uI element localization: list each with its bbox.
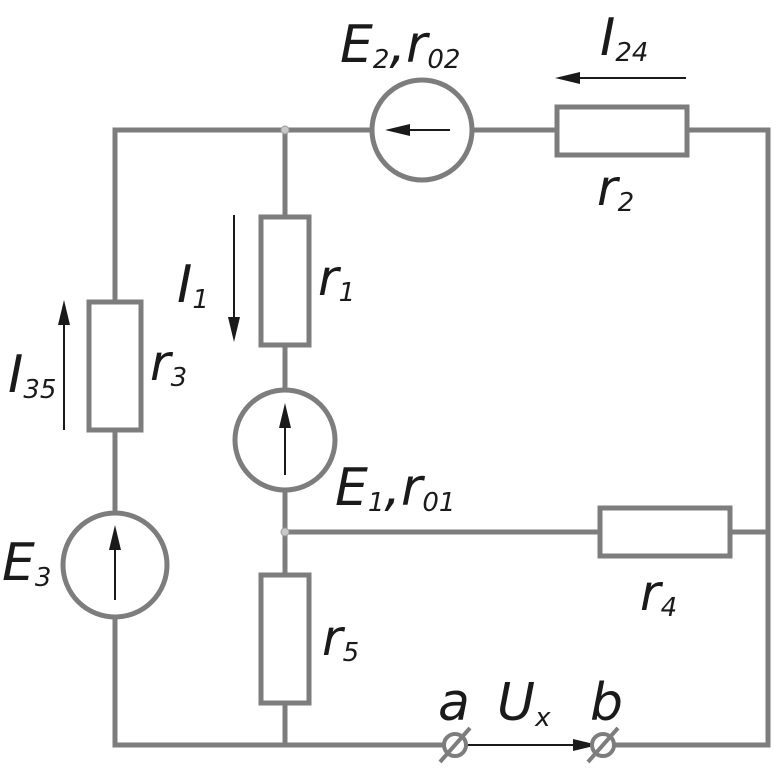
arrow-i1 bbox=[228, 215, 240, 342]
resistor-r4 bbox=[597, 505, 733, 559]
node-top bbox=[280, 125, 290, 135]
label-r3: r3 bbox=[150, 334, 187, 393]
label-r1: r1 bbox=[318, 249, 355, 308]
label-r4: r4 bbox=[640, 564, 677, 623]
wires bbox=[112, 127, 771, 748]
arrow-i24 bbox=[555, 72, 686, 84]
resistor-r5 bbox=[258, 572, 312, 706]
label-ux: Ux bbox=[497, 673, 551, 733]
terminal-a-symbol bbox=[438, 726, 472, 764]
arrow-ux bbox=[460, 739, 598, 751]
arrow-i35 bbox=[58, 300, 70, 430]
label-i1: I1 bbox=[177, 255, 209, 315]
source-e2 bbox=[369, 77, 475, 183]
source-e1 bbox=[232, 387, 338, 493]
label-terminal-a: a bbox=[438, 673, 470, 733]
label-r2: r2 bbox=[597, 159, 634, 218]
label-e1: E1,r01 bbox=[335, 458, 455, 518]
source-e3 bbox=[60, 510, 170, 620]
label-i24: I24 bbox=[600, 8, 648, 68]
label-terminal-b: b bbox=[590, 673, 623, 733]
resistor-r3 bbox=[86, 299, 144, 433]
terminal-b-symbol bbox=[586, 726, 620, 764]
resistor-r2 bbox=[554, 104, 690, 158]
label-e2: E2,r02 bbox=[340, 15, 460, 75]
label-r5: r5 bbox=[322, 609, 359, 668]
resistor-r1 bbox=[258, 214, 312, 348]
label-i35: I35 bbox=[8, 345, 56, 405]
label-e3: E3 bbox=[2, 533, 51, 593]
node-middle bbox=[280, 527, 290, 537]
